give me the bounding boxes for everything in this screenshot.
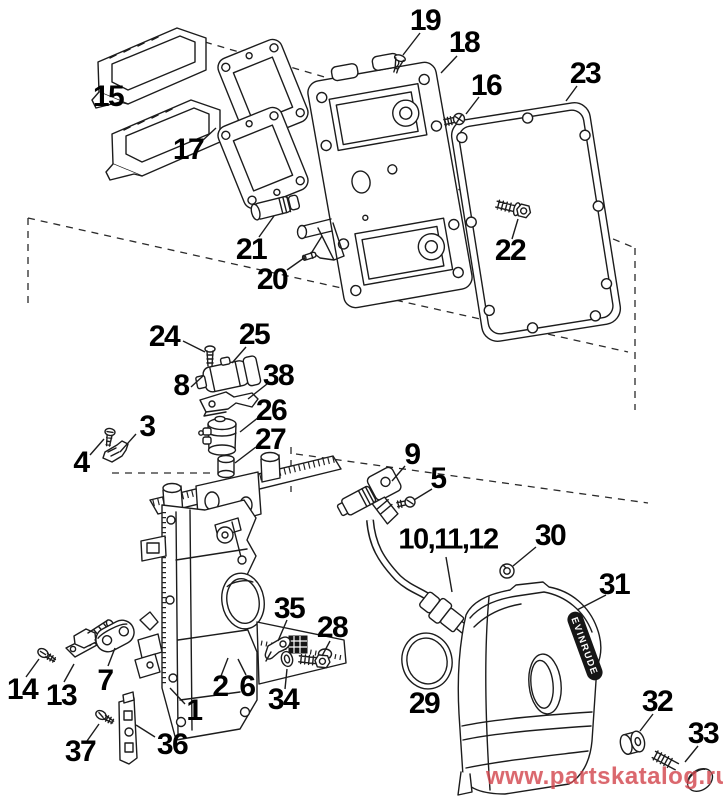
screw-37 (95, 709, 115, 725)
bracket-36 (118, 691, 138, 765)
callout-29: 29 (408, 687, 441, 720)
callout-20: 20 (256, 263, 289, 296)
callout-10-11-12: 10,11,12 (398, 523, 499, 556)
callout-2: 2 (212, 670, 229, 703)
callout-26: 26 (255, 394, 288, 427)
callout-7: 7 (97, 664, 114, 697)
screw-4 (104, 427, 116, 447)
manifold-cover-gasket (450, 102, 622, 342)
callout-38: 38 (262, 359, 295, 392)
grommet-32 (619, 730, 646, 755)
pin-20 (301, 251, 317, 261)
screw-24 (204, 345, 216, 367)
callout-1: 1 (186, 694, 203, 727)
callout-27: 27 (254, 423, 287, 456)
callout-32: 32 (641, 685, 674, 718)
callout-36: 36 (156, 728, 189, 761)
grommet-30 (499, 563, 515, 579)
callout-5: 5 (430, 462, 447, 495)
callout-17: 17 (172, 133, 205, 166)
air-silencer-cover-31: EVINRUDE (457, 581, 603, 796)
sleeve-27 (217, 454, 235, 479)
callout-9: 9 (404, 438, 421, 471)
callout-19: 19 (409, 4, 442, 37)
screw-16 (443, 112, 466, 127)
callout-16: 16 (470, 69, 503, 102)
knob-bolt-33 (651, 750, 714, 792)
watermark: www.partskatalog.ru (486, 763, 723, 790)
hose-connector-10-11-12 (419, 591, 469, 634)
callout-22: 22 (494, 234, 527, 267)
callout-24: 24 (148, 320, 181, 353)
clamp-35 (264, 636, 291, 662)
screw-19 (393, 54, 406, 74)
callout-21: 21 (235, 233, 268, 266)
callout-23: 23 (569, 57, 602, 90)
callout-8: 8 (173, 369, 190, 402)
intake-manifold-plate (307, 52, 473, 309)
primer-solenoid-25 (195, 355, 262, 393)
callout-18: 18 (448, 26, 481, 59)
callout-35: 35 (273, 592, 306, 625)
callout-37: 37 (64, 735, 97, 768)
leader-lines (25, 32, 699, 763)
clip-3 (102, 440, 129, 463)
callout-14: 14 (6, 673, 39, 706)
throttle-insert-2-6 (288, 635, 308, 654)
callout-4: 4 (73, 446, 90, 479)
callout-30: 30 (534, 519, 567, 552)
callout-6: 6 (239, 670, 256, 703)
callout-33: 33 (687, 717, 720, 750)
air-temp-sensor-9 (336, 466, 402, 525)
callout-28: 28 (316, 611, 349, 644)
callout-15: 15 (92, 80, 125, 113)
callout-3: 3 (139, 410, 156, 443)
fuel-filter-26 (198, 415, 237, 456)
callout-31: 31 (598, 568, 631, 601)
bolt-22 (495, 199, 532, 219)
callout-13: 13 (45, 679, 78, 712)
bolt-28 (298, 653, 331, 669)
callout-34: 34 (267, 683, 300, 716)
o-ring-29 (401, 632, 453, 690)
screw-14 (37, 647, 57, 663)
dowel-pin-21 (250, 194, 301, 221)
gasket-7 (95, 619, 135, 653)
washer-34 (280, 650, 294, 668)
callout-25: 25 (238, 318, 271, 351)
sensor-hose (367, 519, 434, 603)
bracket-38 (199, 391, 259, 417)
screw-5 (396, 496, 416, 509)
